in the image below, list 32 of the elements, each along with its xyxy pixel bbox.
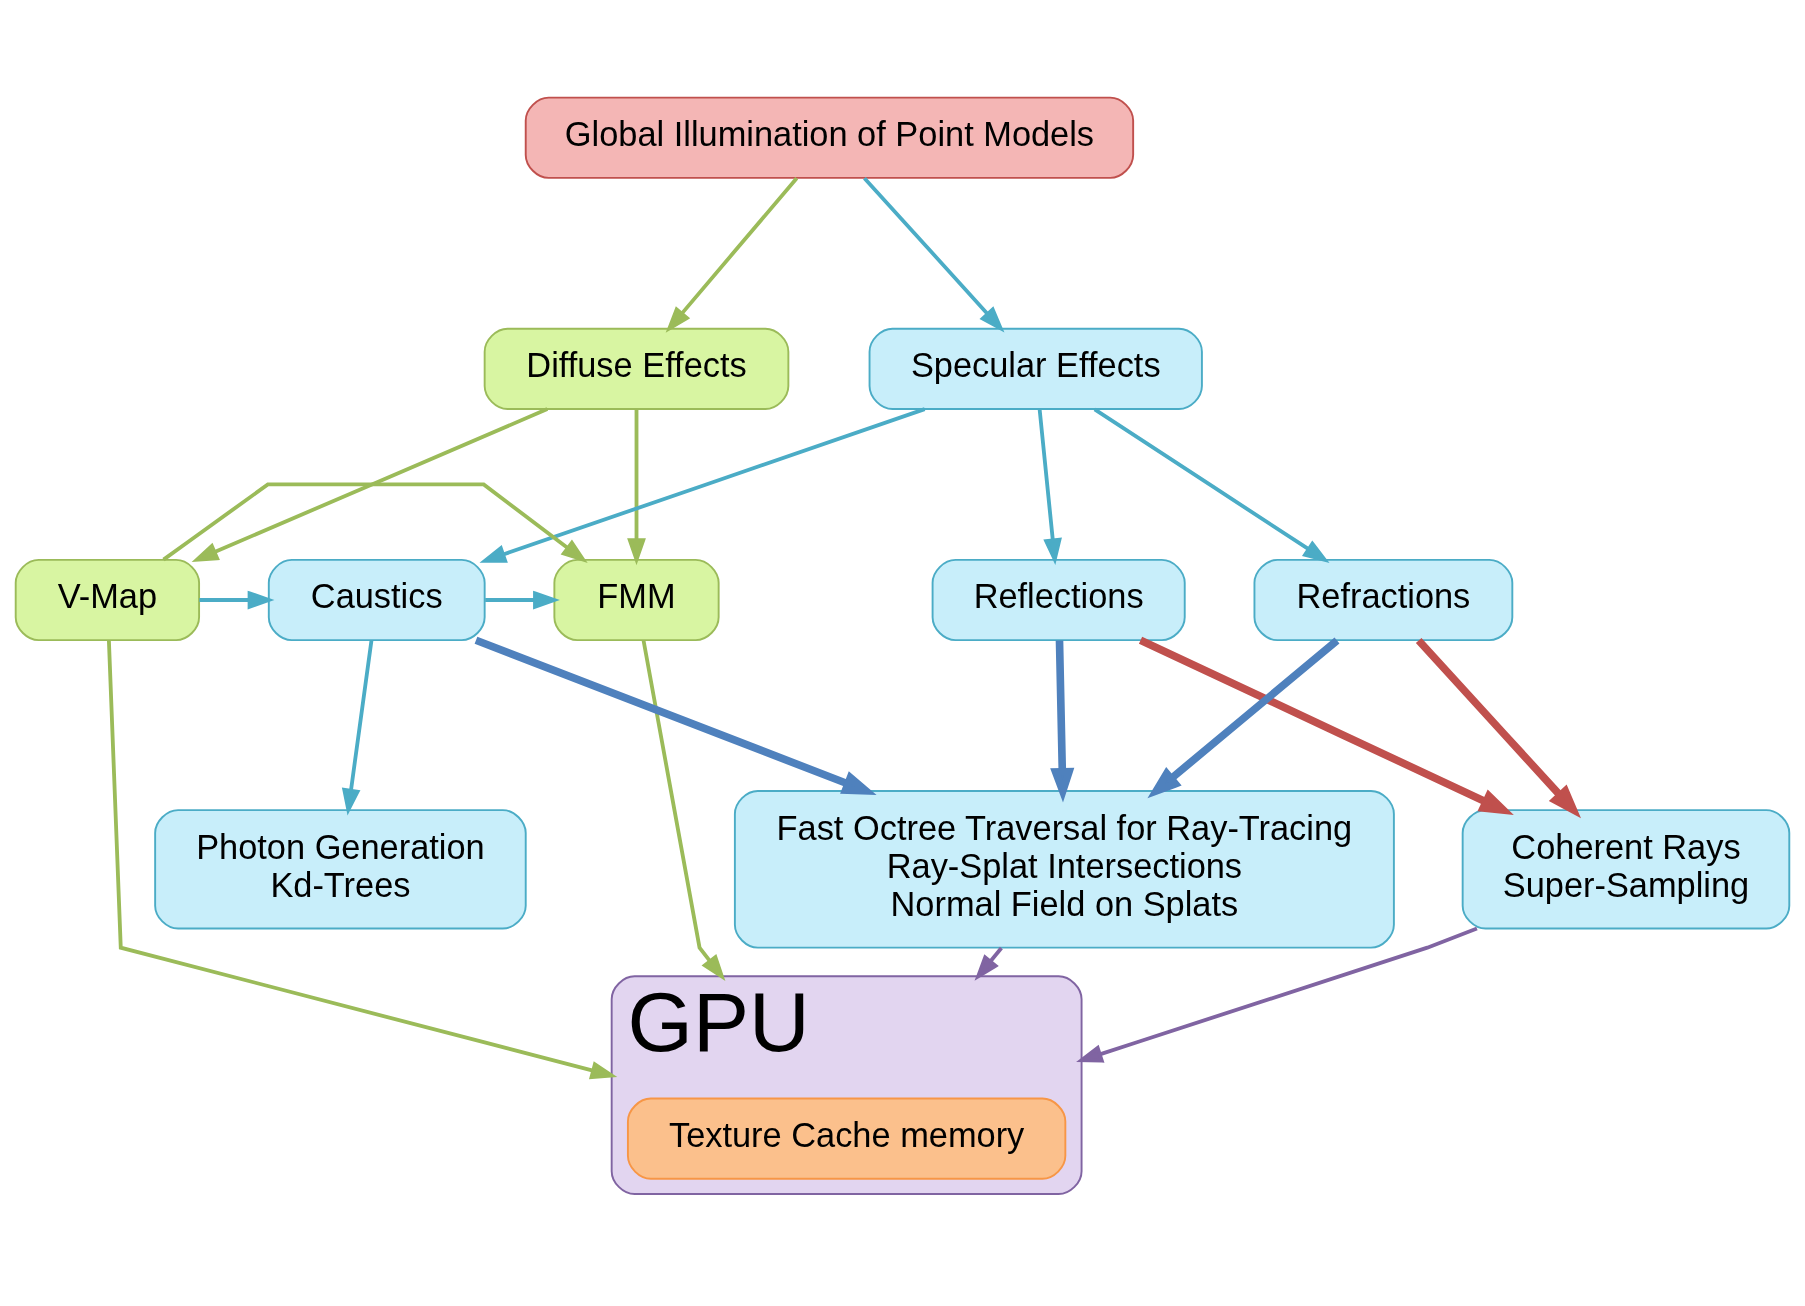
node-box: Specular Effects [868,327,1203,410]
node-box: Reflections [931,558,1186,641]
arrow [1037,408,1062,565]
arrow [1050,639,1075,802]
node-box: Global Illumination of Point Models [524,96,1135,179]
arrow [1147,637,1340,798]
arrow [1415,637,1581,818]
arrow [665,176,799,333]
node-box: V-Map [14,558,201,641]
arrow [1076,926,1478,1063]
arrow [199,590,275,609]
node-box: Fast Octree Traversal for Ray-Tracing Ray-Splat Intersections Normal Field on Splats [733,789,1395,949]
arrow [627,408,646,565]
arrow [479,406,926,563]
node-box: FMM [553,558,720,641]
arrow [485,590,560,609]
node-box: Texture Cache memory [626,1097,1067,1180]
arrow [191,406,549,562]
arrow [641,639,726,981]
arrow [1093,407,1330,563]
arrow [974,946,1003,981]
node-box: Photon Generation Kd-Trees [154,808,527,929]
arrow [863,176,1005,332]
node-box: Diffuse Effects [483,327,790,410]
arrow [106,639,618,1079]
node-box: Coherent Rays Super-Sampling [1461,808,1791,929]
node-box: Caustics [267,558,486,641]
arrow [162,482,588,563]
arrow [474,636,877,795]
node-box: Refractions [1253,558,1514,641]
arrow [341,639,374,815]
arrow [1138,636,1514,815]
